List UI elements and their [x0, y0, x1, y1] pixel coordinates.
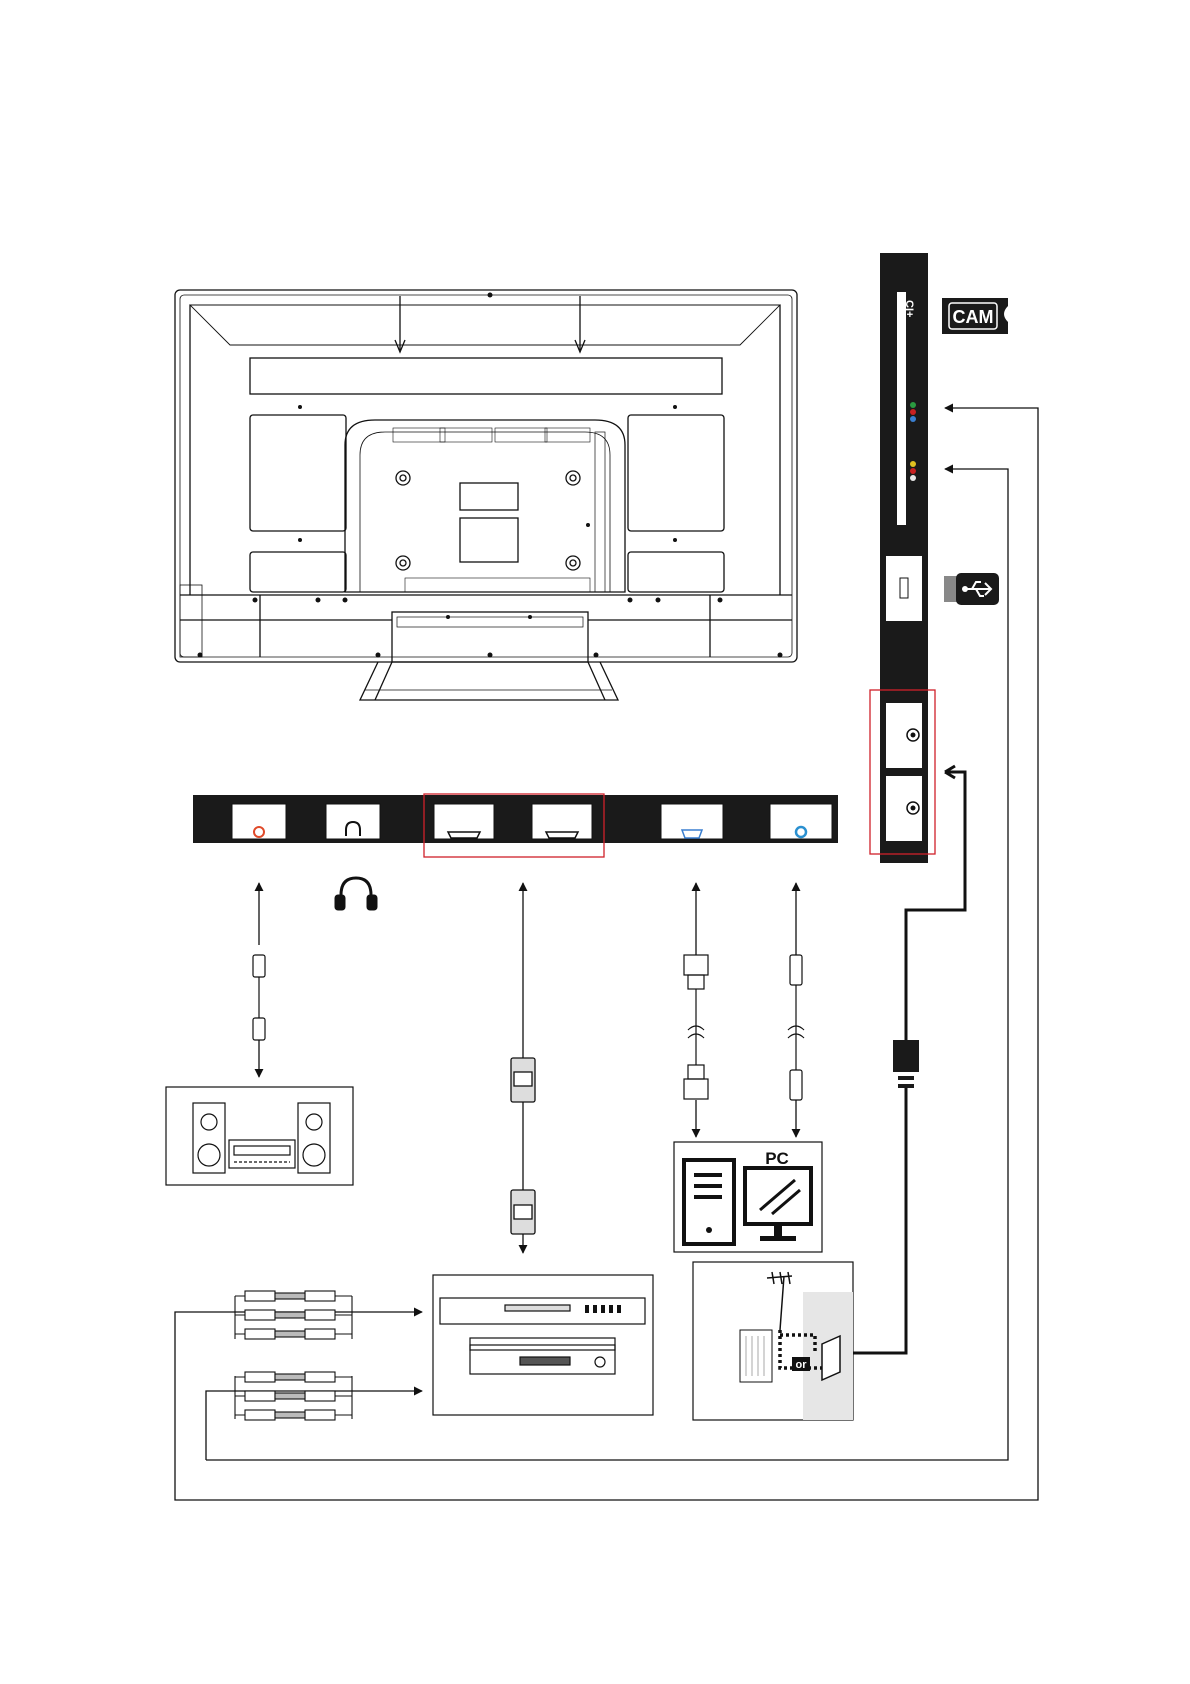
- rca-cables-icon: [235, 1291, 352, 1420]
- wall-socket-icon: [822, 1336, 840, 1380]
- cam-card-icon: CAM: [942, 298, 1008, 334]
- antenna-icon: or: [693, 1262, 853, 1420]
- hifi-system-icon: [166, 1087, 353, 1185]
- side-connector-panel: CI+: [870, 253, 935, 863]
- optical-port[interactable]: [232, 804, 286, 839]
- optical-cable-icon: [253, 955, 265, 1040]
- usb-stick-icon: [944, 573, 999, 605]
- vga-port[interactable]: [661, 804, 723, 839]
- hdmi-port-icon: [546, 832, 578, 838]
- ci-label: CI+: [903, 300, 915, 317]
- ci-slot[interactable]: [897, 292, 906, 525]
- pc-label: PC: [765, 1149, 789, 1168]
- headphones-icon: [336, 878, 376, 909]
- or-label: or: [796, 1359, 808, 1371]
- pc-icon: PC: [674, 1142, 822, 1252]
- tv-back-panel: [175, 290, 797, 700]
- dvd-player-icon: [433, 1275, 653, 1415]
- hdmi-port-icon: [448, 832, 480, 838]
- vga-cable-icon: [684, 955, 708, 1099]
- coax-port[interactable]: [770, 804, 832, 839]
- satellite-port[interactable]: [886, 776, 922, 841]
- bottom-connector-panel: [193, 794, 838, 857]
- usb-port[interactable]: [886, 556, 922, 621]
- cam-label: CAM: [953, 307, 994, 327]
- aerial-port[interactable]: [886, 703, 922, 768]
- audio-cable-icon: [788, 955, 804, 1100]
- hdmi-cable-icon: [511, 1058, 535, 1234]
